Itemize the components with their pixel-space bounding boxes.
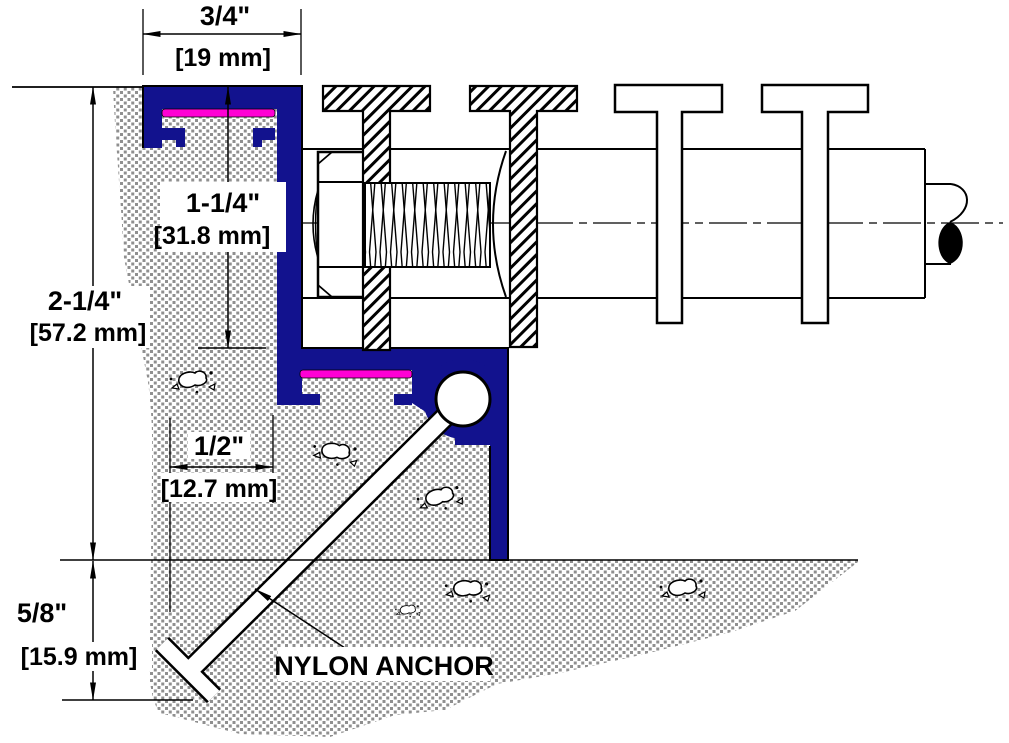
seal-strips <box>161 108 413 379</box>
profile-top-flange <box>143 86 302 109</box>
dim-cover-width-inches: 3/4" <box>200 1 250 31</box>
rod-break-symbol <box>925 183 968 265</box>
anchor-crossbar <box>156 638 220 702</box>
nylon-anchor-label: NYLON ANCHOR <box>274 651 494 681</box>
dim-channel-depth-inches: 1-1/4" <box>186 188 260 218</box>
bolt-threads <box>364 182 491 268</box>
profile-lower-hook-right <box>394 394 412 405</box>
profile-left-hook-tip <box>176 128 185 147</box>
profile-left-wall <box>143 86 162 148</box>
anchor-shaft <box>180 402 459 681</box>
white-tee-2 <box>760 83 870 325</box>
bolt-assembly <box>303 84 1003 352</box>
dim-anchor-offset-mm: [15.9 mm] <box>21 643 138 671</box>
profile-right-leg <box>490 348 508 560</box>
anchor-leader-line <box>254 588 346 649</box>
text-backgrounds <box>6 182 490 681</box>
tube-end-arc <box>492 150 507 298</box>
profile-lower-left-wall <box>277 348 302 405</box>
hatched-tee-2 <box>468 84 579 349</box>
dim-overall-depth-mm: [57.2 mm] <box>30 319 147 347</box>
dim-seat-width-mm: [12.7 mm] <box>161 475 278 503</box>
white-tee-1 <box>613 83 724 325</box>
nylon-anchor <box>154 370 492 704</box>
dim-channel-depth-mm: [31.8 mm] <box>154 222 271 250</box>
dim-seat-width-inches: 1/2" <box>194 431 244 461</box>
seal-strip-bottom-icon <box>299 369 413 379</box>
anchor-head-circle <box>434 370 492 428</box>
dimension-texts: 3/4" [19 mm] 1-1/4" [31.8 mm] 2-1/4" [57… <box>17 1 494 681</box>
dim-cover-width-mm: [19 mm] <box>175 44 271 72</box>
dim-anchor-offset-inches: 5/8" <box>17 598 67 628</box>
tee-extrusions <box>613 83 870 325</box>
seal-strip-top-icon <box>161 108 276 118</box>
hex-bolt-head <box>312 150 367 299</box>
dim-overall-depth-inches: 2-1/4" <box>48 286 122 316</box>
profile-lower-hook-left <box>302 394 320 405</box>
profile-right-hook-tip <box>253 128 262 147</box>
